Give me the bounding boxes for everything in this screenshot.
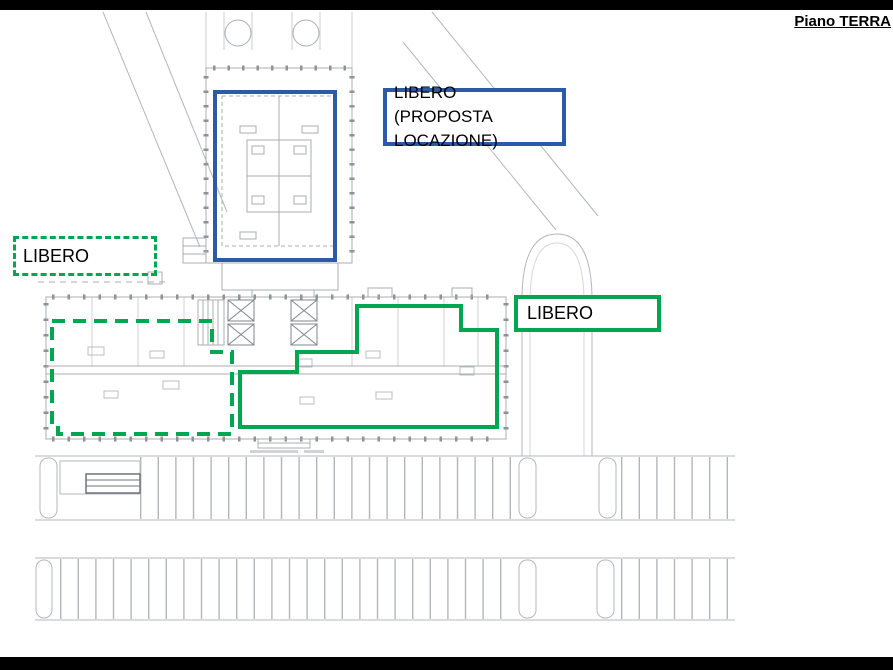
curb-island: [35, 457, 617, 619]
column-circle: [292, 19, 320, 47]
label-libero-dashed: LIBERO: [13, 236, 157, 276]
label-libero-solid-text: LIBERO: [527, 303, 594, 323]
label-libero-proposta-text: LIBERO (PROPOSTA LOCAZIONE): [394, 83, 498, 150]
page-title: Piano TERRA: [794, 13, 891, 30]
shed-structure: [59, 460, 141, 495]
top-letterbox-bar: [0, 0, 893, 10]
parking-area: [35, 455, 735, 621]
available-area-dashed-outline: [50, 319, 234, 436]
dimension-text-mark: [250, 450, 324, 453]
column-circle: [224, 19, 252, 47]
label-libero-solid: LIBERO: [514, 295, 661, 332]
label-libero-proposta: LIBERO (PROPOSTA LOCAZIONE): [383, 83, 566, 150]
site-columns: [205, 12, 353, 68]
proposed-unit-outline-blue: [213, 90, 337, 262]
available-area-outlines: [50, 304, 499, 436]
available-area-solid-outline: [238, 304, 499, 429]
label-libero-dashed-text: LIBERO: [23, 245, 90, 266]
furniture-marks: [87, 346, 475, 405]
elevator-core: [227, 299, 318, 346]
bottom-letterbox-bar: [0, 657, 893, 670]
